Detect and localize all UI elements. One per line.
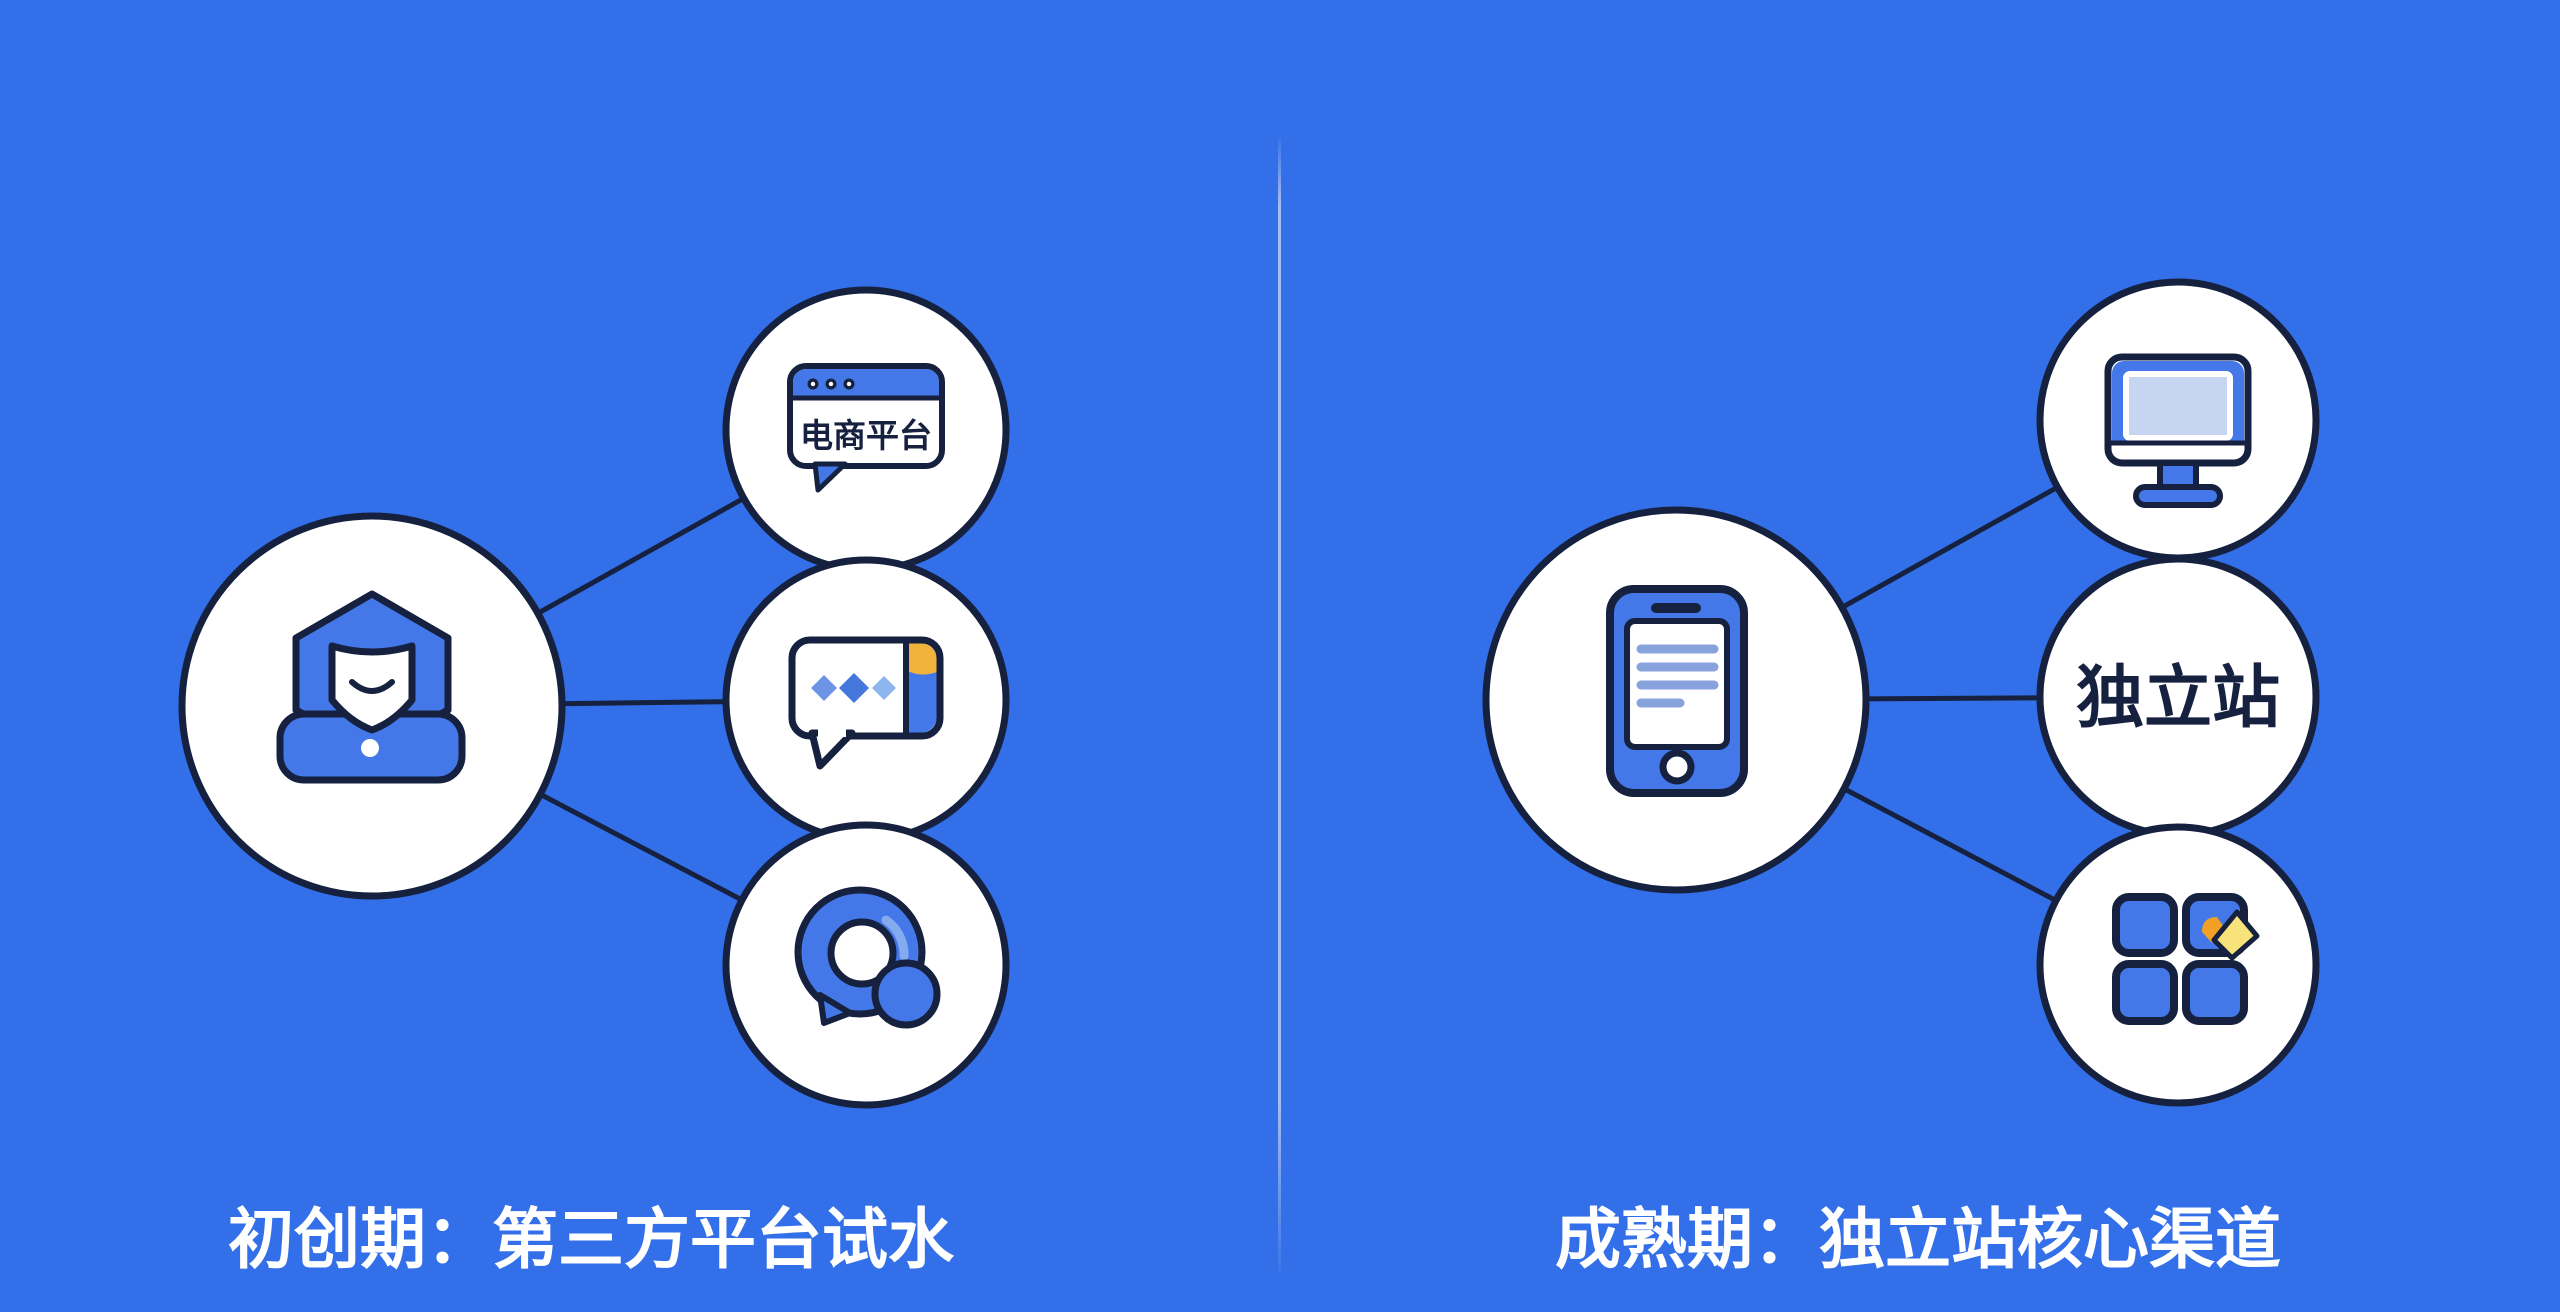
chat-diamond-dot bbox=[839, 673, 869, 703]
grid-square bbox=[2182, 960, 2248, 1025]
browser-tail bbox=[812, 461, 848, 493]
left-caption: 初创期：第三方平台试水 bbox=[228, 1202, 955, 1276]
monitor-base bbox=[2133, 484, 2223, 508]
app-grid-edit-icon bbox=[2112, 893, 2260, 1025]
chat-bubble-icon bbox=[788, 636, 944, 770]
phone-speaker bbox=[1651, 603, 1701, 613]
browser-dots bbox=[807, 378, 855, 390]
gear-chat-icon bbox=[794, 886, 941, 1029]
edit-pencil-icon bbox=[2211, 909, 2260, 961]
browser-window-border bbox=[787, 363, 945, 469]
gear-highlight bbox=[881, 915, 909, 961]
gear-inner-blob bbox=[827, 918, 897, 988]
browser-title-bar bbox=[793, 369, 939, 398]
desktop-monitor-icon bbox=[2104, 353, 2252, 508]
browser-dot-center bbox=[810, 381, 816, 387]
pencil-tip bbox=[2202, 917, 2226, 943]
browser-dot-center bbox=[828, 381, 834, 387]
smartphone-icon bbox=[1606, 585, 1748, 797]
chat-corner-accent bbox=[906, 643, 937, 675]
chat-bubble-border bbox=[788, 636, 944, 740]
gear-small-circle bbox=[871, 959, 941, 1029]
person-chest-dot bbox=[361, 739, 379, 757]
right-caption: 成熟期：独立站核心渠道 bbox=[1555, 1202, 2281, 1276]
person-icon bbox=[276, 590, 466, 784]
right-satellite-circle-grid bbox=[2036, 823, 2320, 1107]
independent-site-label: 独立站 bbox=[2076, 660, 2280, 736]
monitor-inner-panel bbox=[2123, 371, 2233, 441]
divider-line bbox=[1278, 138, 1281, 1273]
phone-text-lines bbox=[1636, 644, 1719, 708]
chat-diamond-dot bbox=[872, 676, 896, 700]
grid-square bbox=[2112, 960, 2178, 1025]
chat-diamond-dot bbox=[811, 675, 837, 701]
browser-dot-center bbox=[846, 381, 852, 387]
phone-home-button bbox=[1659, 749, 1695, 785]
gear-tail bbox=[817, 992, 853, 1026]
person-smile-mouth bbox=[349, 679, 395, 694]
browser-label: 电商平台 bbox=[800, 417, 932, 454]
grid-square bbox=[2112, 893, 2178, 957]
ecommerce-browser-icon: 电商平台 bbox=[787, 363, 945, 493]
